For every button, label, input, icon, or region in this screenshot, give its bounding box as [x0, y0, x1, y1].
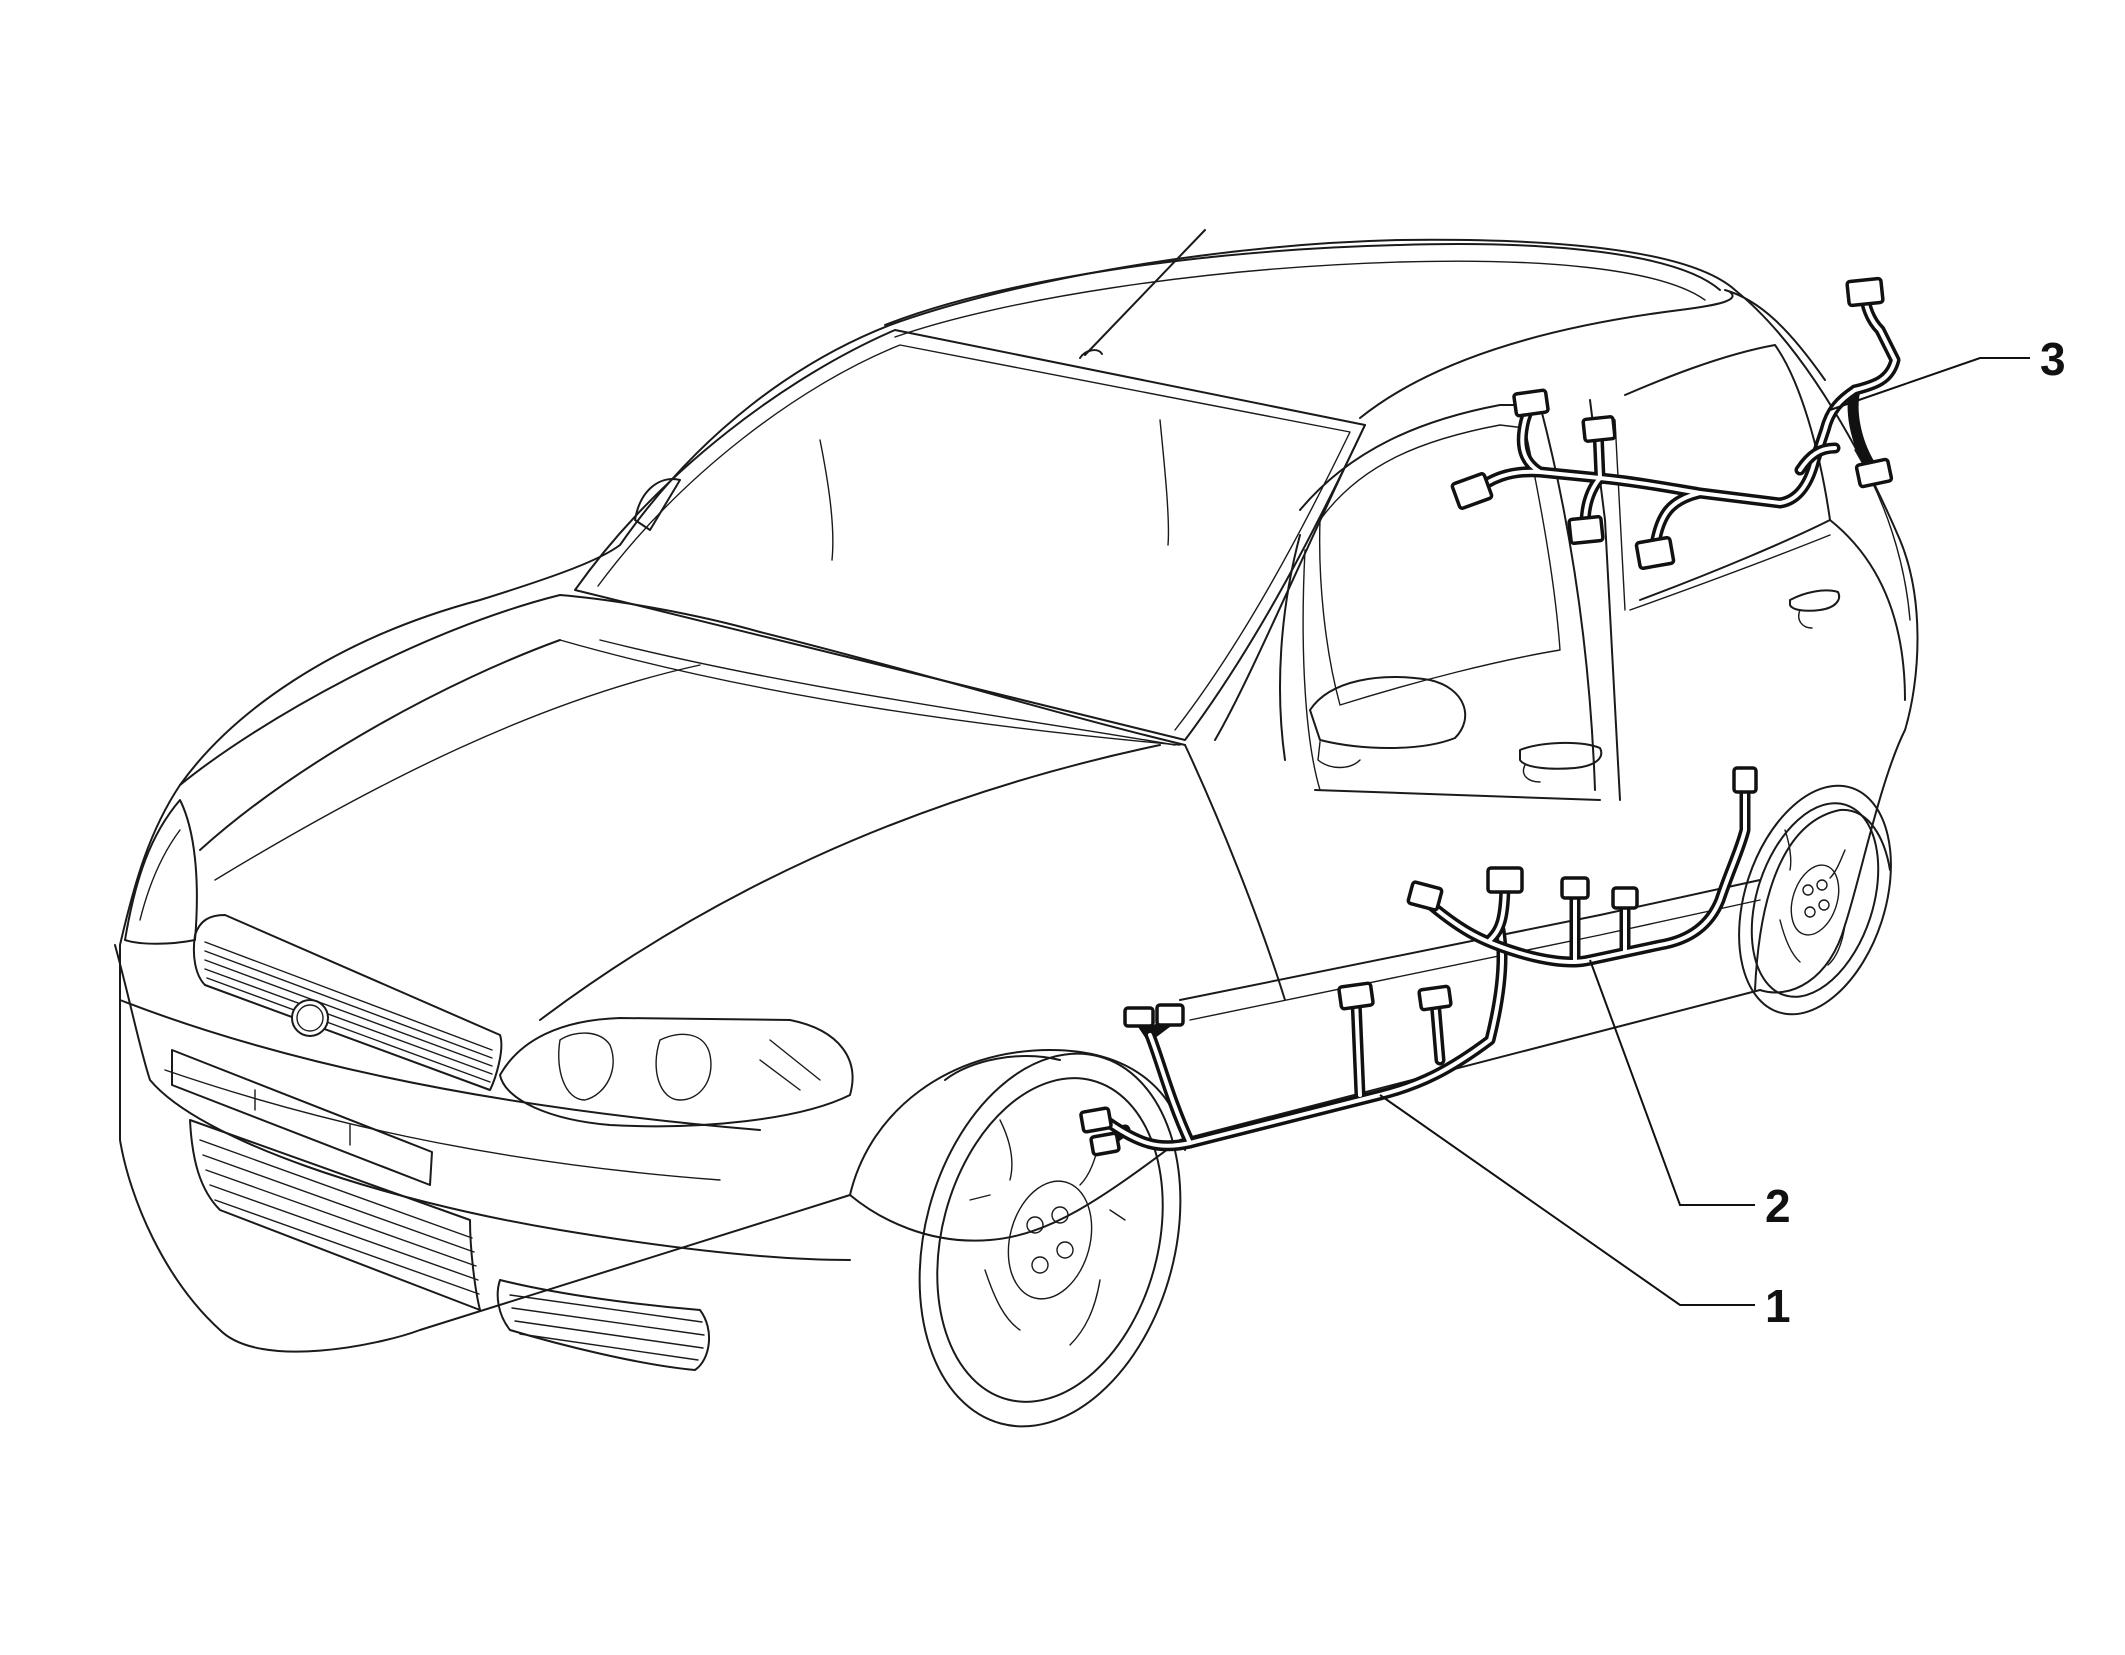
connector-icon	[1123, 1006, 1155, 1028]
roof-harness	[1450, 276, 1901, 571]
connector-icon	[1079, 1106, 1113, 1134]
front-door-harness	[1079, 924, 1508, 1157]
lower-intake-slats	[199, 1139, 480, 1295]
leader-lines	[1379, 357, 2030, 1306]
connector-icon	[1611, 886, 1639, 910]
connector-icon	[1155, 1003, 1185, 1027]
rear-door-harness	[1406, 766, 1758, 968]
front-wheel	[918, 1052, 1182, 1428]
car-body	[114, 229, 1919, 1371]
rear-wheel	[1738, 784, 1892, 1016]
connector-icon	[1486, 866, 1524, 894]
connector-icon	[1417, 984, 1453, 1012]
connector-icon	[1845, 276, 1885, 308]
connector-icon	[1854, 457, 1894, 489]
connector-icon	[1406, 880, 1444, 912]
leader-line-3	[1829, 357, 2030, 411]
connector-icon	[1512, 388, 1550, 418]
connector-icon	[1337, 981, 1375, 1011]
connector-icon	[1732, 766, 1758, 794]
callout-label-2: 2	[1765, 1180, 1791, 1232]
callout-label-1: 1	[1765, 1280, 1791, 1332]
connector-icon	[1560, 876, 1590, 900]
fog-lamp-slats	[509, 1294, 705, 1361]
connector-icon	[1567, 514, 1605, 546]
connector-icon	[1581, 415, 1617, 443]
grille-slats	[204, 941, 493, 1083]
leader-line-1	[1379, 1094, 1755, 1306]
callouts: 1 2 3	[1765, 333, 2066, 1332]
connector-icon	[1634, 535, 1676, 571]
callout-label-3: 3	[2040, 333, 2066, 385]
connector-icon	[1089, 1131, 1121, 1157]
leader-line-2	[1589, 959, 1755, 1206]
connector-icon	[1450, 472, 1494, 510]
